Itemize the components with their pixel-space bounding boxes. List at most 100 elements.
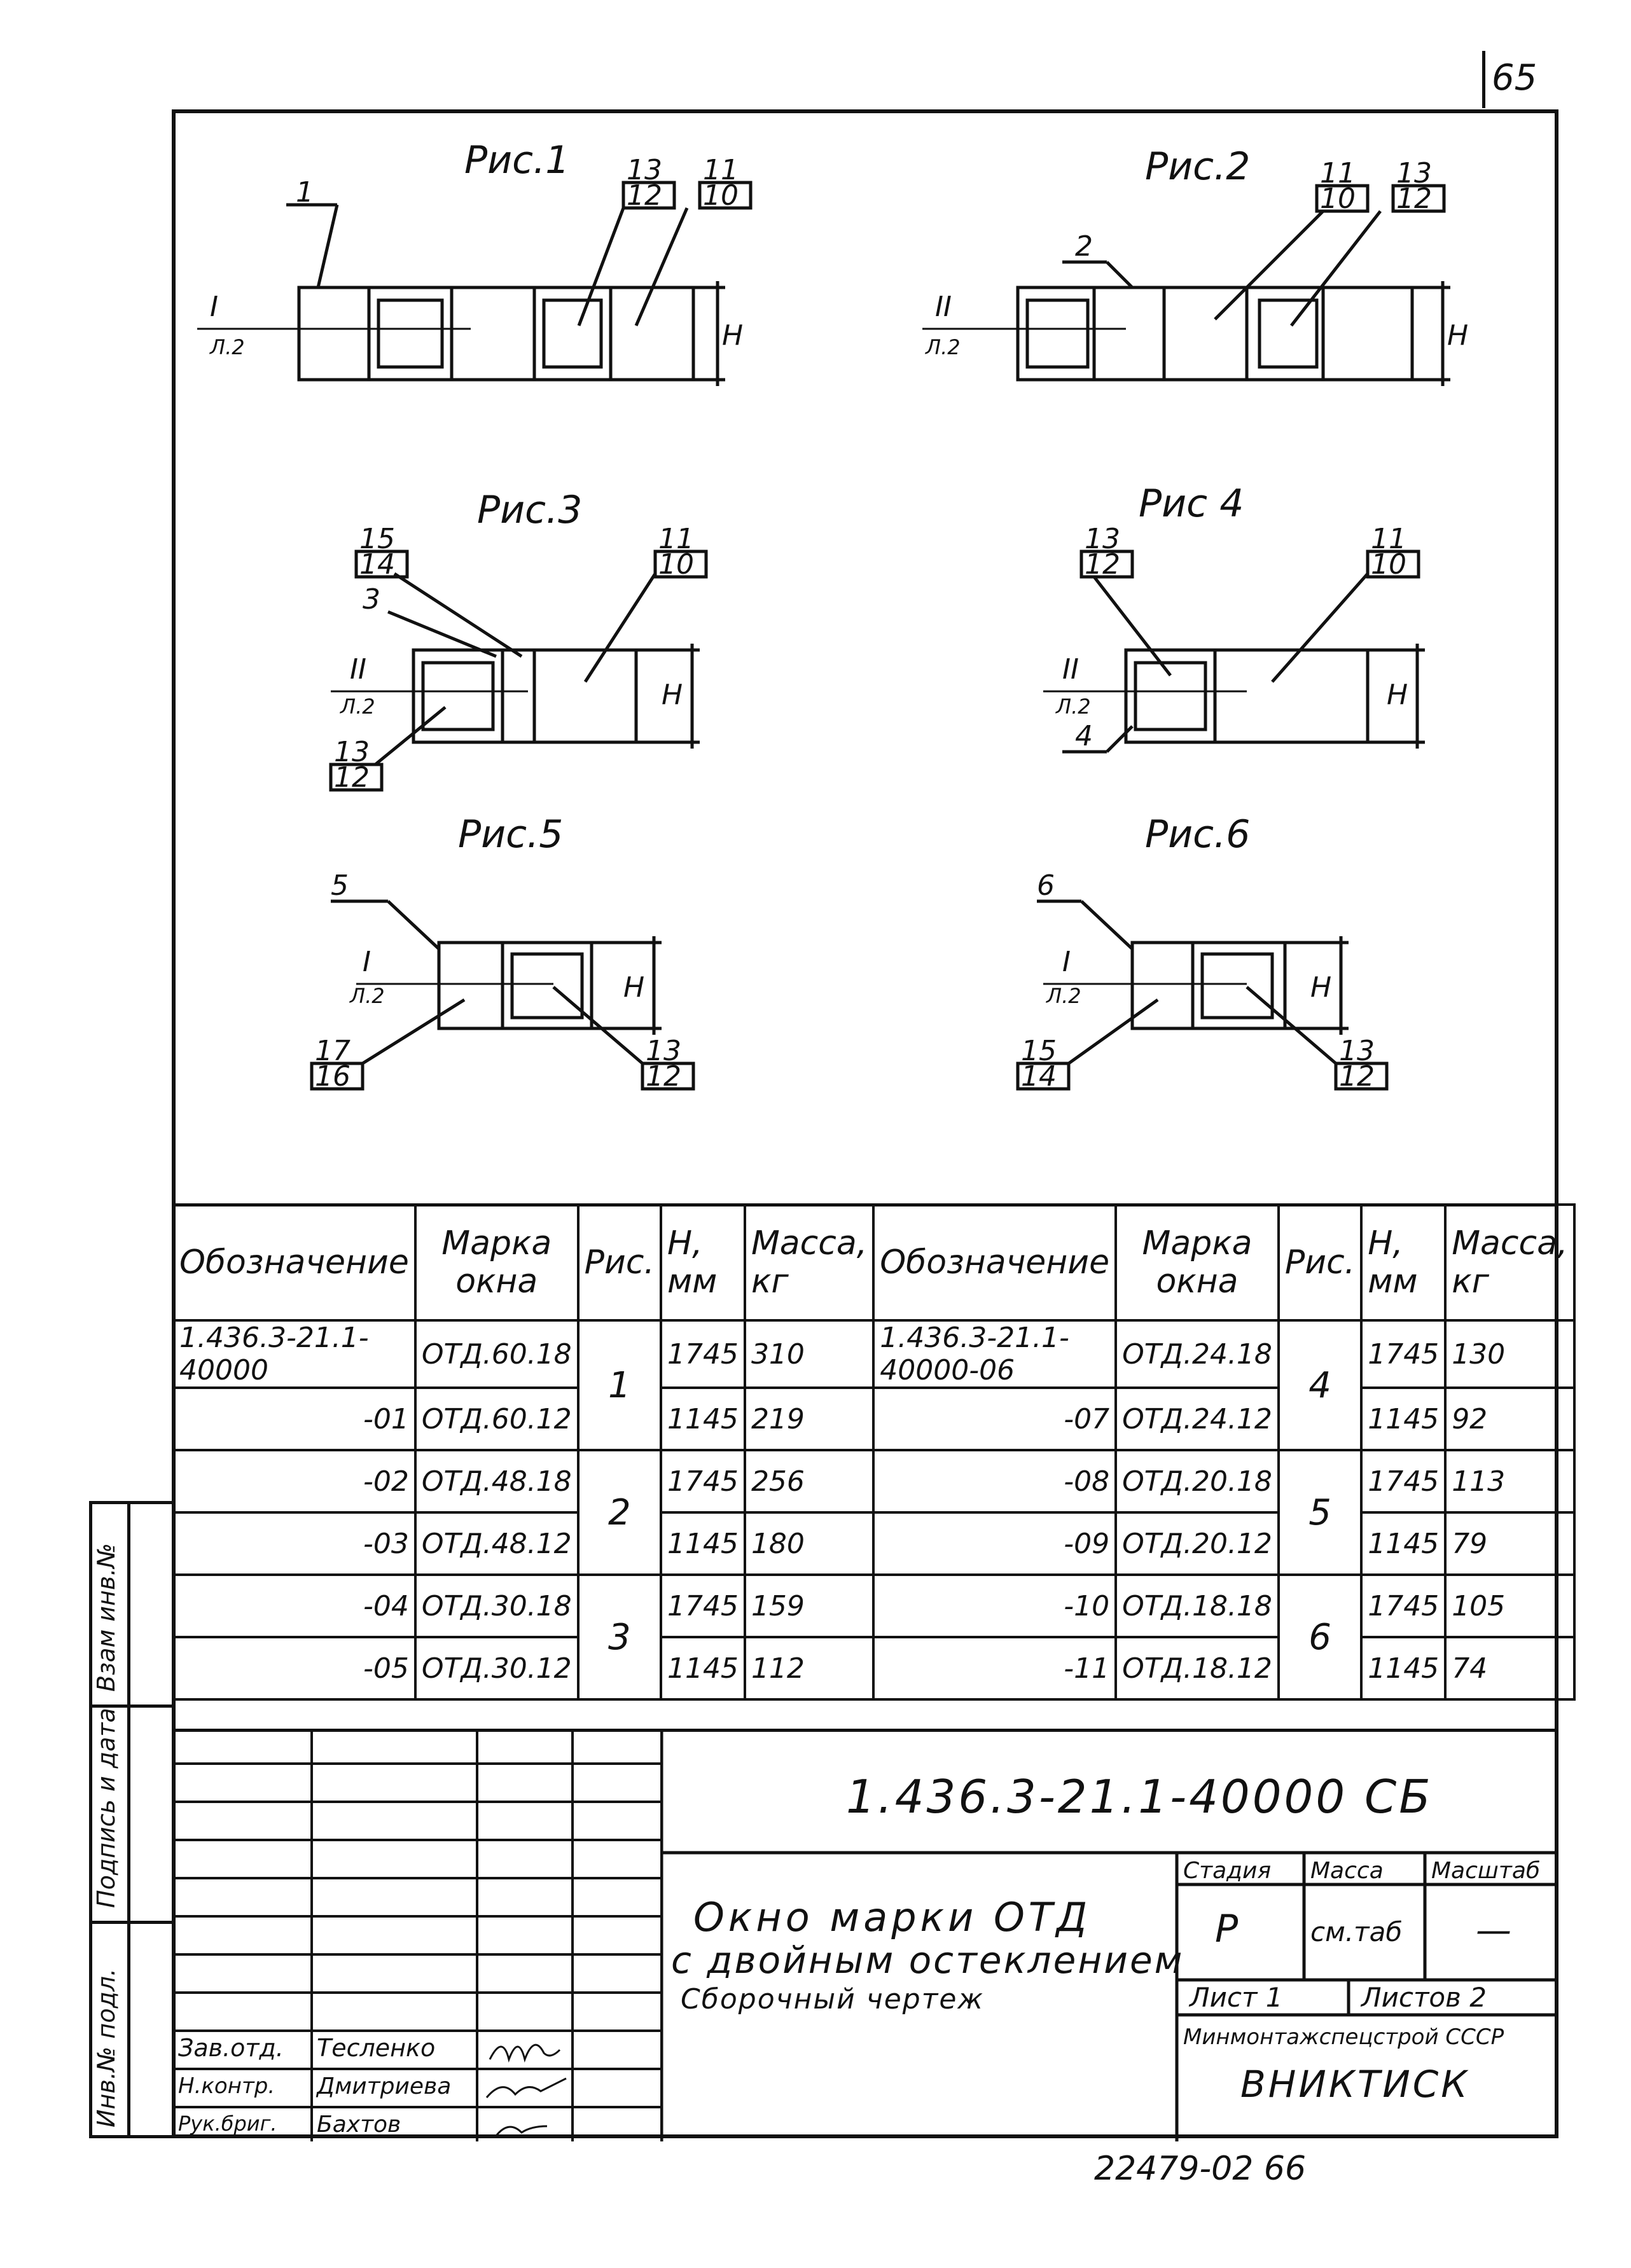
side-label-inv-original: Инв.№ подл. [92,1968,120,2127]
svg-text:13: 13 [646,1035,681,1067]
col-h-header: H, мм [659,1203,746,1322]
fig5-title: Рис.5 [458,812,563,857]
svg-text:II: II [1062,653,1079,686]
svg-text:10: 10 [1371,548,1406,581]
drawing-frame [172,109,1558,2138]
svg-text:Л.2: Л.2 [349,984,385,1008]
col-mark-header-2: Марка окна [1114,1203,1280,1322]
svg-text:1: 1 [296,176,314,209]
specification-table: Обозначение Марка окна Рис. H, мм Масса,… [172,1203,1576,1701]
svg-text:Л.2: Л.2 [209,335,245,359]
svg-text:13: 13 [627,154,662,186]
col-h-header-2: H, мм [1360,1203,1447,1322]
svg-text:10: 10 [658,548,694,581]
svg-text:I: I [1062,946,1071,978]
svg-text:Л.2: Л.2 [1055,695,1091,719]
signature-1 [489,2043,561,2063]
svg-text:11: 11 [703,154,739,186]
svg-text:4: 4 [1075,720,1093,752]
svg-text:15: 15 [1021,1035,1057,1067]
svg-text:12: 12 [646,1060,681,1093]
fig5-window [437,941,593,1030]
svg-text:11: 11 [1320,157,1356,190]
fig3-window [412,648,638,744]
title-name-line3: Сборочный чертеж [681,1983,985,2016]
fig4-title: Рис 4 [1139,481,1244,526]
stage-label: Стадия [1183,1858,1272,1884]
svg-text:3: 3 [363,583,380,616]
svg-text:5: 5 [331,869,349,902]
svg-text:13: 13 [334,736,370,768]
sig-role-1: Зав.отд. [178,2034,284,2062]
svg-text:II: II [935,291,952,323]
svg-text:16: 16 [315,1060,350,1093]
side-label-replace-inv: Взам инв.№ [92,1543,120,1692]
fig2-window [1016,286,1414,382]
svg-text:H: H [1387,679,1408,711]
svg-text:14: 14 [1021,1060,1057,1093]
signature-2 [485,2077,567,2098]
fig2-title: Рис.2 [1145,144,1250,189]
col-fig-header: Рис. [576,1203,662,1322]
svg-text:17: 17 [315,1035,350,1067]
organization-ministry: Минмонтажспецстрой СССР [1183,2024,1504,2050]
table-row: -02 ОТД.48.18 2 1745 256 -08 ОТД.20.18 5… [172,1449,1576,1576]
organization-institute: ВНИКТИСК [1240,2063,1470,2106]
svg-text:14: 14 [359,548,395,581]
svg-text:12: 12 [334,761,370,794]
page-number: 65 [1492,57,1537,99]
svg-text:Л.2: Л.2 [925,335,961,359]
scale-label: Масштаб [1431,1858,1541,1884]
col-fig-header-2: Рис. [1277,1203,1363,1322]
sig-name-2: Дмитриева [317,2073,452,2099]
fig3-title: Рис.3 [477,488,582,532]
svg-text:2: 2 [1075,230,1093,263]
table-row: -04 ОТД.30.18 3 1745 159 -10 ОТД.18.18 6… [172,1573,1576,1701]
svg-text:I: I [363,946,371,978]
scale-value: — [1476,1910,1511,1951]
sig-role-3: Рук.бриг. [178,2112,277,2136]
svg-text:H: H [623,971,644,1004]
fig4-window [1124,648,1370,744]
svg-text:15: 15 [359,523,395,555]
svg-text:12: 12 [1085,548,1120,581]
sheet-number: Лист 1 [1190,1982,1283,2013]
svg-text:13: 13 [1339,1035,1375,1067]
svg-text:10: 10 [703,179,739,212]
sig-name-1: Тесленко [317,2034,436,2062]
svg-text:11: 11 [1371,523,1406,555]
bottom-stamp: 22479-02 66 [1094,2150,1307,2188]
svg-text:II: II [350,653,366,686]
figures-drawing: Рис.1 Рис.2 Рис.3 Рис 4 Рис.5 Рис.6 1 13… [197,138,1468,1093]
svg-text:13: 13 [1085,523,1120,555]
mass-value: см.таб [1310,1916,1403,1947]
col-mass-header-2: Масса, кг [1444,1203,1576,1322]
col-designation-header-2: Обозначение [872,1203,1118,1322]
sheet-count: Листов 2 [1361,1982,1487,2013]
side-strip [89,1501,172,2138]
sig-role-2: Н.контр. [178,2073,275,2099]
svg-text:Л.2: Л.2 [1046,984,1081,1008]
fig1-title: Рис.1 [464,138,569,183]
fig6-title: Рис.6 [1145,812,1250,857]
svg-text:12: 12 [627,179,662,212]
table-row: -01 ОТД.60.12 1145 219 -07 ОТД.24.12 114… [172,1386,1576,1451]
title-grid [662,1732,1558,2141]
svg-text:H: H [1310,971,1331,1004]
svg-text:12: 12 [1396,183,1432,215]
svg-text:H: H [662,679,683,711]
title-block: Зав.отд. Тесленко Н.контр. Дмитриева Рук… [172,1729,1558,2141]
svg-text:12: 12 [1339,1060,1375,1093]
table-row: -03 ОТД.48.12 1145 180 -09 ОТД.20.12 114… [172,1511,1576,1576]
title-name-line1: Окно марки ОТД [693,1894,1092,1940]
svg-text:Л.2: Л.2 [340,695,375,719]
document-code: 1.436.3-21.1-40000 СБ [846,1770,1433,1823]
signature-3 [495,2125,548,2136]
col-designation-header: Обозначение [172,1203,417,1322]
signature-grid [172,1732,663,2141]
svg-text:I: I [210,291,218,323]
svg-text:H: H [1447,319,1468,352]
svg-text:H: H [722,319,743,352]
table-row: -05 ОТД.30.12 1145 112 -11 ОТД.18.12 114… [172,1636,1576,1701]
mass-label: Масса [1310,1858,1384,1884]
